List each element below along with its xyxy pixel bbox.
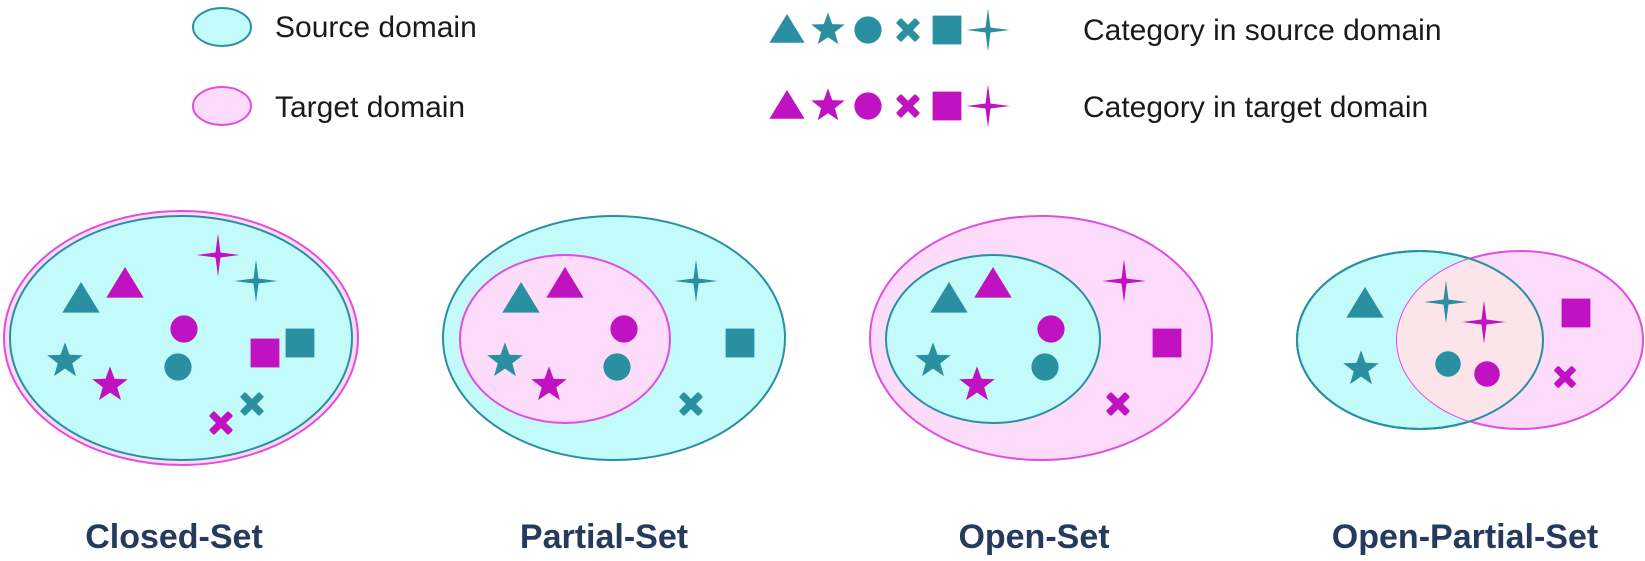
triangle-icon: [769, 14, 805, 43]
square-icon: [932, 91, 962, 121]
legend-source-category-label: Category in source domain: [1083, 14, 1442, 47]
star-icon: [811, 88, 845, 121]
panel-open-partial-set: Open-Partial-Set: [1296, 250, 1644, 556]
cross-icon: [209, 411, 233, 435]
open-set-symbols: [915, 259, 1182, 416]
open-partial-overlap: [1397, 251, 1543, 429]
sparkle-icon: [1424, 280, 1468, 324]
star-icon: [811, 12, 845, 45]
triangle-icon: [546, 267, 584, 298]
triangle-icon: [106, 267, 144, 298]
star-icon: [531, 366, 567, 401]
legend-source-label: Source domain: [275, 11, 477, 44]
open-set-title: Open-Set: [958, 518, 1109, 556]
square-icon: [250, 338, 280, 368]
legend-target-category-label: Category in target domain: [1083, 91, 1428, 124]
star-icon: [959, 366, 995, 401]
sparkle-icon: [1102, 259, 1146, 303]
sparkle-icon: [674, 259, 718, 303]
circle-icon: [1037, 315, 1065, 343]
sparkle-icon: [196, 233, 240, 277]
triangle-icon: [769, 90, 805, 119]
cross-icon: [1554, 366, 1576, 388]
panel-partial-set: Partial-Set: [442, 215, 786, 556]
legend-target-swatch: [192, 86, 252, 126]
open-source-domain: [885, 254, 1101, 424]
circle-icon: [610, 315, 638, 343]
legend-source-symbols: [769, 8, 1010, 52]
star-icon: [47, 342, 83, 377]
panel-open-set: Open-Set: [869, 215, 1213, 556]
circle-icon: [603, 353, 631, 381]
legend-source-swatch: [192, 7, 252, 47]
closed-set-title: Closed-Set: [85, 518, 263, 556]
star-icon: [92, 366, 128, 401]
star-icon: [915, 342, 951, 377]
circle-icon: [1435, 351, 1461, 377]
square-icon: [725, 328, 755, 358]
circle-icon: [854, 92, 882, 120]
open-partial-set-symbols: [1343, 280, 1591, 388]
circle-icon: [170, 315, 198, 343]
cross-icon: [240, 392, 264, 416]
sparkle-icon: [1462, 300, 1506, 344]
square-icon: [932, 15, 962, 45]
cross-icon: [1106, 392, 1130, 416]
circle-icon: [1031, 353, 1059, 381]
triangle-icon: [502, 282, 540, 313]
square-icon: [1152, 328, 1182, 358]
open-partial-set-title: Open-Partial-Set: [1332, 518, 1598, 556]
partial-set-title: Partial-Set: [520, 518, 688, 556]
square-icon: [285, 328, 315, 358]
legend-target-symbols: [769, 84, 1010, 128]
partial-set-symbols: [487, 259, 755, 416]
star-icon: [1343, 350, 1379, 385]
circle-icon: [164, 353, 192, 381]
cross-icon: [679, 392, 703, 416]
triangle-icon: [930, 282, 968, 313]
legend: Source domain Target domain Category in …: [192, 7, 1442, 128]
triangle-icon: [62, 282, 100, 313]
sparkle-icon: [234, 259, 278, 303]
closed-set-symbols: [47, 233, 315, 435]
panel-closed-set: Closed-Set: [3, 210, 359, 556]
open-partial-source-outline: [1296, 250, 1544, 430]
square-icon: [1561, 298, 1591, 328]
cross-icon: [896, 18, 920, 42]
circle-icon: [854, 16, 882, 44]
triangle-icon: [1346, 287, 1384, 318]
sparkle-icon: [966, 84, 1010, 128]
star-icon: [487, 342, 523, 377]
cross-icon: [896, 94, 920, 118]
triangle-icon: [974, 267, 1012, 298]
circle-icon: [1474, 361, 1500, 387]
legend-target-label: Target domain: [275, 91, 465, 124]
sparkle-icon: [966, 8, 1010, 52]
